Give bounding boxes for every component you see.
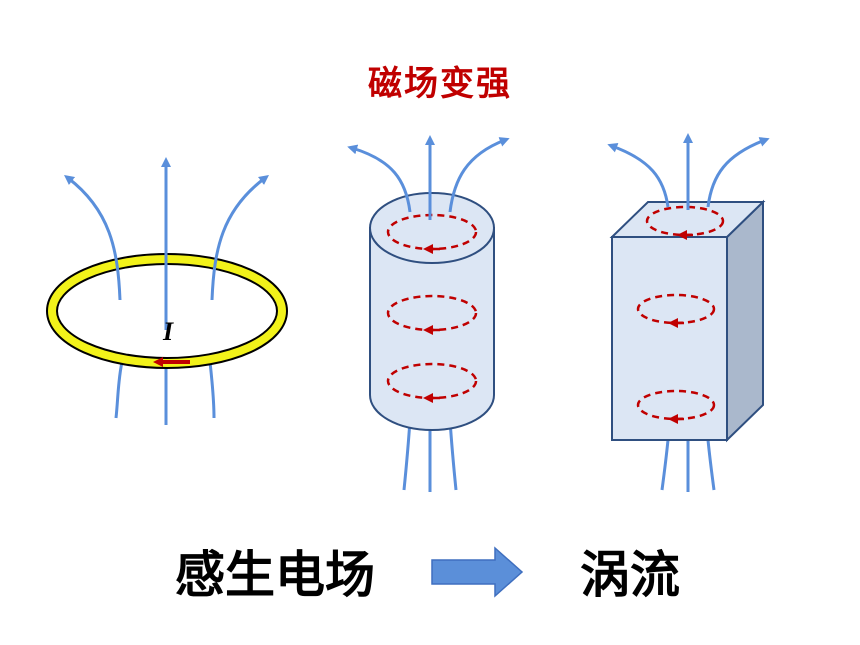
- cyl-field-lower-right: [448, 419, 458, 491]
- cyl-field-upper-left: [347, 144, 412, 213]
- field-line-upper-right: [210, 175, 270, 301]
- field-line-lower-right: [208, 361, 216, 419]
- block-group: [607, 133, 770, 492]
- block-field-lower-left: [660, 439, 670, 491]
- block-side-face: [726, 199, 764, 443]
- cylinder-group: [347, 135, 510, 492]
- cyl-field-upper-right: [448, 137, 510, 213]
- block-field-upper-left: [607, 143, 670, 208]
- field-line-lower-left: [114, 361, 124, 419]
- block-front-face: [611, 236, 728, 441]
- current-symbol-label: I: [163, 317, 174, 346]
- transition-arrow: [431, 546, 524, 598]
- block-field-lower-right: [706, 439, 716, 491]
- block-field-upper-right: [706, 137, 770, 208]
- eddy-current-label: 涡流: [580, 546, 680, 604]
- induced-electric-field-label: 感生电场: [175, 546, 375, 604]
- magnetic-field-increase-label: 磁场变强: [368, 64, 512, 104]
- current-loop-group: [46, 157, 288, 425]
- cyl-field-lower-left: [402, 419, 412, 491]
- field-line-upper-left: [64, 174, 122, 301]
- cylinder-top: [369, 192, 495, 264]
